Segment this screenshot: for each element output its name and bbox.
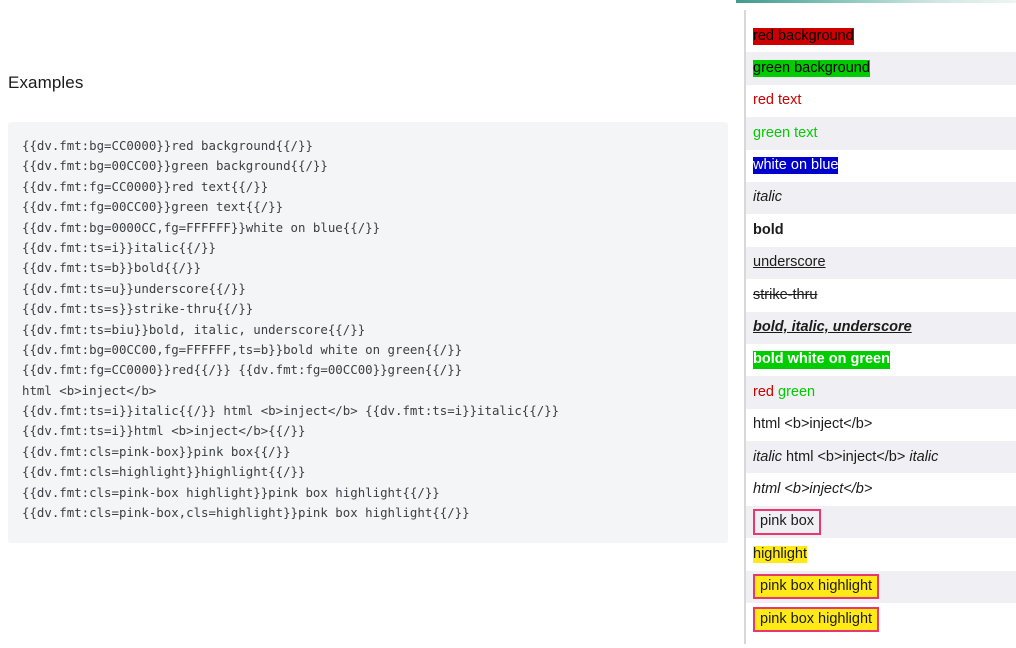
code-line: {{dv.fmt:ts=i}}html <b>inject</b>{{/}} [22, 423, 306, 439]
code-line: {{dv.fmt:cls=highlight}}highlight{{/}} [22, 464, 306, 480]
preview-value: white on blue [753, 157, 839, 175]
code-line: {{dv.fmt:cls=pink-box}}pink box{{/}} [22, 443, 291, 459]
preview-value: red text [753, 92, 802, 109]
code-line: {{dv.fmt:ts=i}}italic{{/}} html <b>injec… [22, 403, 560, 419]
code-line: {{dv.fmt:cls=pink-box highlight}}pink bo… [22, 484, 440, 500]
preview-row: bold [746, 214, 1016, 246]
preview-row: html <b>inject</b> [746, 409, 1016, 441]
code-line: {{dv.fmt:bg=00CC00,fg=FFFFFF,ts=b}}bold … [22, 341, 463, 357]
preview-row: underscore [746, 246, 1016, 280]
preview-fragment: italic [909, 448, 939, 465]
preview-value: bold, italic, underscore [753, 319, 912, 336]
preview-value: highlight [753, 545, 808, 564]
preview-value: html <b>inject</b> [753, 416, 873, 433]
preview-row: strike-thru [746, 279, 1016, 311]
code-line: {{dv.fmt:ts=b}}bold{{/}} [22, 260, 202, 276]
code-line: {{dv.fmt:fg=00CC00}}green text{{/}} [22, 199, 284, 215]
code-line: {{dv.fmt:bg=00CC00}}green background{{/}… [22, 158, 328, 174]
code-line: {{dv.fmt:fg=CC0000}}red{{/}} {{dv.fmt:fg… [22, 362, 463, 378]
preview-row: bold, italic, underscore [746, 311, 1016, 344]
preview-row: italic [746, 181, 1016, 215]
preview-row: pink box highlight [746, 570, 1016, 604]
preview-fragment: green [778, 383, 816, 400]
preview-value: strike-thru [753, 286, 818, 303]
code-line: {{dv.fmt:bg=0000CC,fg=FFFFFF}}white on b… [22, 219, 381, 235]
list-spacer [746, 10, 1016, 20]
preview-row: pink box highlight [746, 603, 1016, 635]
preview-value: italic [753, 189, 783, 206]
source-pane: Examples {{dv.fmt:bg=CC0000}}red backgro… [8, 73, 728, 543]
code-line: {{dv.fmt:cls=pink-box,cls=highlight}}pin… [22, 505, 470, 521]
preview-fragment: italic [753, 448, 783, 465]
preview-row: red background [746, 20, 1016, 52]
preview-row: html <b>inject</b> [746, 473, 1016, 505]
preview-pane: red background green background red text gr… [736, 0, 1016, 648]
preview-value: pink box [753, 509, 822, 535]
preview-value: html <b>inject</b> [753, 480, 873, 497]
code-block[interactable]: {{dv.fmt:bg=CC0000}}red background{{/}} … [8, 122, 728, 543]
preview-fragment: red [753, 383, 774, 400]
preview-value: bold white on green [753, 351, 890, 369]
preview-value: bold [753, 221, 784, 238]
preview-row: red green [746, 376, 1016, 409]
preview-row: green background [746, 52, 1016, 85]
preview-gutter-line [744, 10, 746, 644]
code-line: {{dv.fmt:bg=CC0000}}red background{{/}} [22, 138, 313, 153]
preview-row: green text [746, 117, 1016, 150]
preview-list: red background green background red text gr… [746, 10, 1016, 635]
code-line: html <b>inject</b> [22, 382, 157, 398]
preview-value: green text [753, 124, 818, 141]
preview-value: pink box highlight [753, 574, 880, 600]
preview-fragment: html <b>inject</b> [782, 448, 910, 465]
preview-row: red text [746, 85, 1016, 117]
preview-value: green background [753, 59, 870, 78]
page-title: Examples [8, 73, 84, 92]
preview-value: underscore [753, 254, 826, 271]
preview-row: pink box [746, 505, 1016, 539]
accent-rule [736, 0, 1016, 3]
code-line: {{dv.fmt:ts=i}}italic{{/}} [22, 239, 216, 255]
preview-row: bold white on green [746, 344, 1016, 376]
code-line: {{dv.fmt:ts=u}}underscore{{/}} [22, 280, 246, 296]
preview-value: pink box highlight [753, 606, 880, 632]
preview-row: italic html <b>inject</b> italic [746, 441, 1016, 474]
code-line: {{dv.fmt:fg=CC0000}}red text{{/}} [22, 178, 269, 194]
preview-row: white on blue [746, 150, 1016, 182]
code-line: {{dv.fmt:ts=s}}strike-thru{{/}} [22, 301, 254, 317]
preview-row: highlight [746, 538, 1016, 570]
code-line: {{dv.fmt:ts=biu}}bold, italic, underscor… [22, 321, 366, 337]
preview-value: red background [753, 27, 854, 45]
